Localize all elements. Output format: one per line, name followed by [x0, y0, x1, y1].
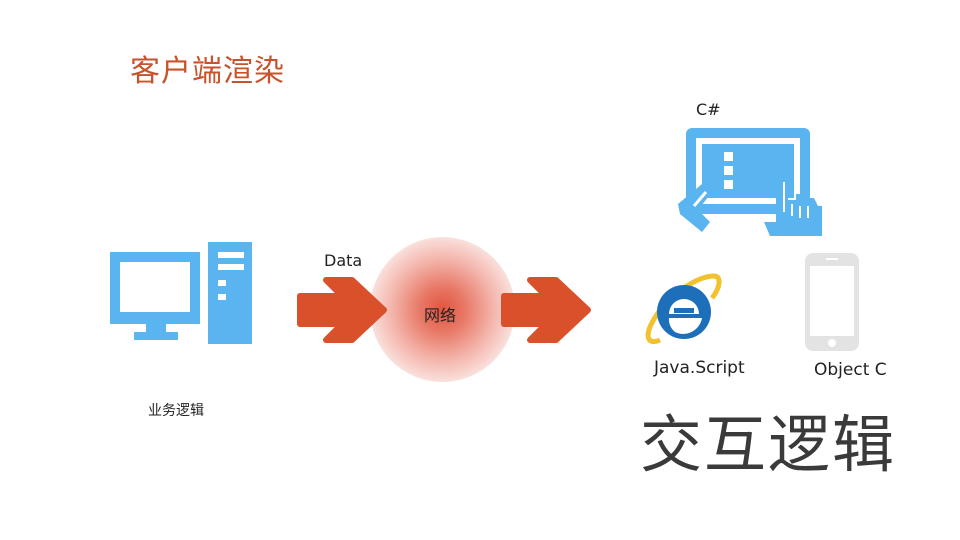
javascript-label: Java.Script: [654, 358, 745, 378]
data-label: Data: [324, 251, 363, 270]
network-glow: [370, 237, 515, 382]
interaction-logic-label: 交互逻辑: [640, 408, 897, 481]
network-label: 网络: [424, 306, 457, 325]
objectc-label: Object C: [814, 360, 887, 380]
csharp-label: C#: [696, 100, 721, 119]
internet-explorer-icon: [645, 273, 722, 344]
desktop-computer-icon: [110, 242, 252, 344]
page-title: 客户端渲染: [130, 54, 285, 89]
tablet-touch-icon: [678, 128, 822, 236]
arrow-right-icon: [297, 277, 387, 343]
smartphone-icon: [805, 253, 859, 351]
arrow-right-icon: [501, 277, 591, 343]
business-logic-label: 业务逻辑: [148, 403, 204, 419]
